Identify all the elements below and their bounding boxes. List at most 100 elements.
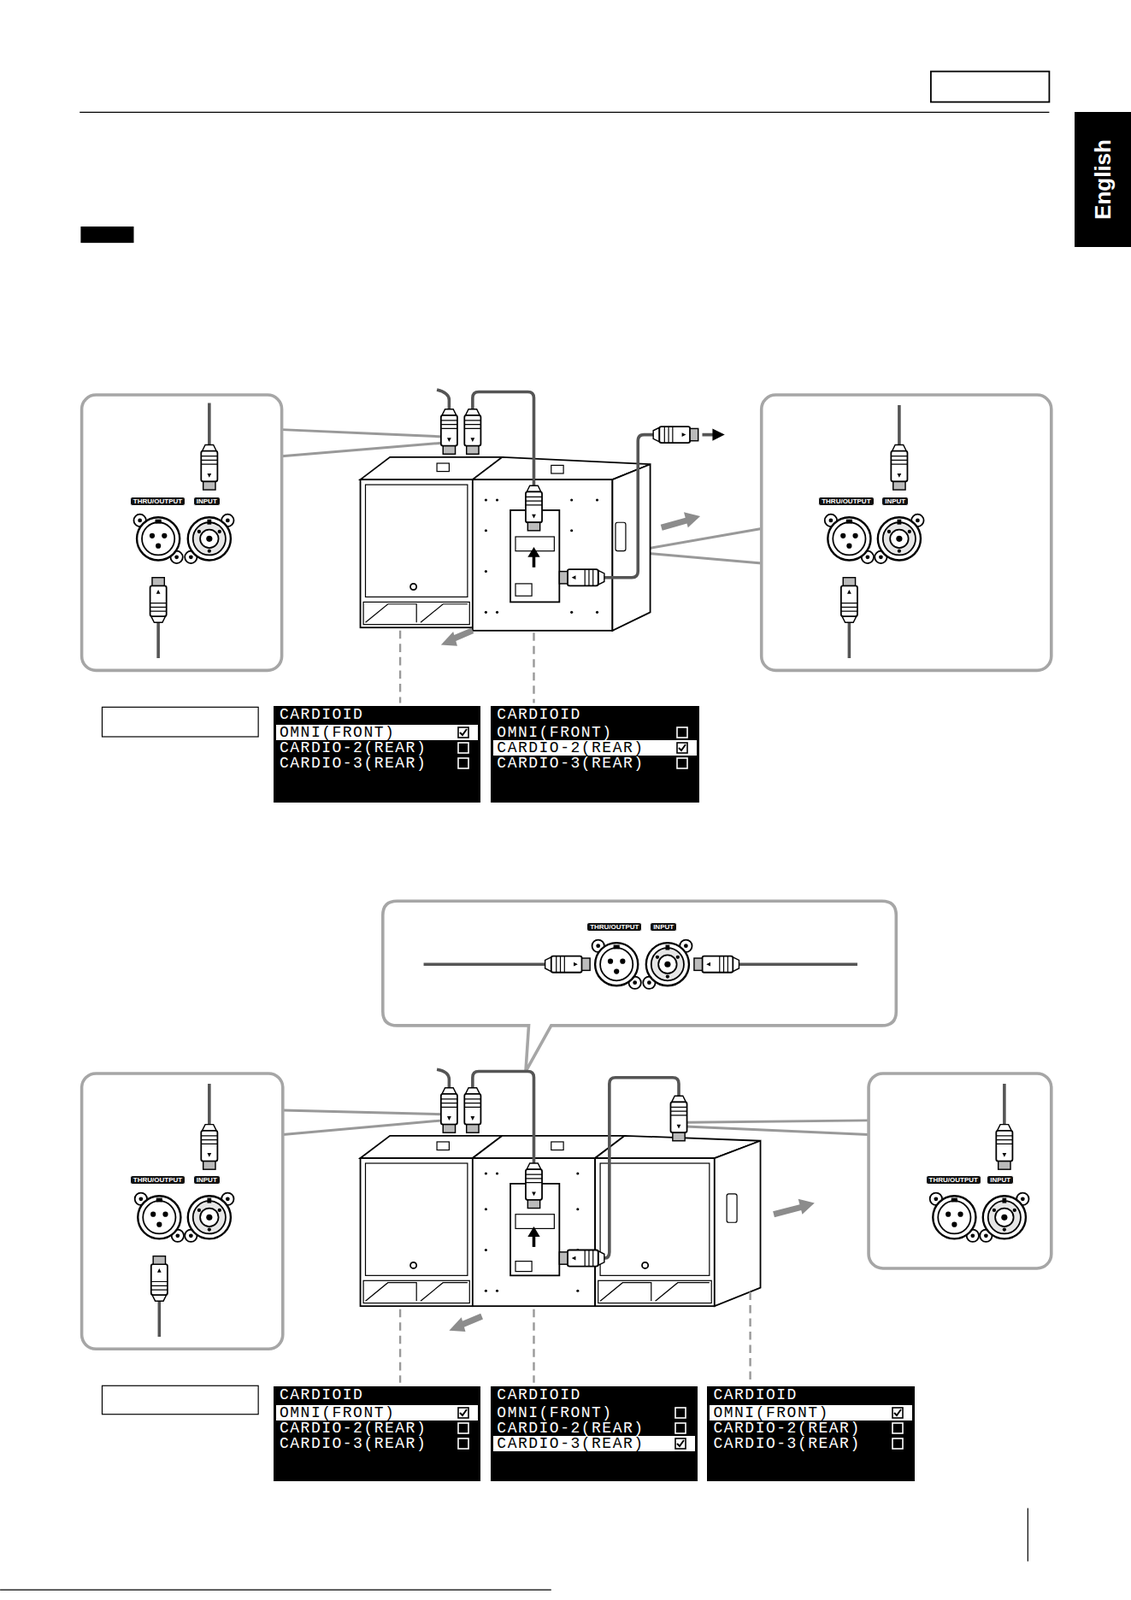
- callout-connectors-part: [135, 1193, 184, 1243]
- callout-frames-part: [761, 394, 1052, 671]
- jack-label: INPUT: [649, 922, 678, 932]
- connector-callout: THRU/OUTPUTINPUT: [868, 1073, 1052, 1269]
- lcd-header: CARDIOID: [276, 1387, 478, 1403]
- screen-title: CARDIOID: [496, 706, 581, 723]
- jack-label: THRU/OUTPUT: [129, 1175, 186, 1185]
- subwoofer-pair-cables-part: [464, 409, 481, 455]
- menu-option: CARDIO-3(REAR): [279, 755, 427, 772]
- checkbox-empty: [674, 1407, 687, 1420]
- subwoofer-trio-cables: [436, 1069, 687, 1267]
- callout-connectors-part: [694, 956, 740, 973]
- checkbox-checked: [674, 1437, 687, 1450]
- callout-connectors-part: [874, 514, 924, 564]
- subwoofer-trio-cables-part: [532, 1236, 537, 1248]
- jack-label: INPUT: [881, 496, 909, 507]
- subwoofer-pair-cables-part: [559, 569, 605, 586]
- callout-connectors-part: [930, 1193, 979, 1243]
- subwoofer-pair-part: [365, 604, 468, 623]
- subwoofer-trio-cables-part: [525, 1163, 542, 1209]
- callout-frames-part: [82, 394, 283, 671]
- checkbox-frame: [458, 1438, 469, 1450]
- checkbox-empty: [891, 1437, 904, 1450]
- checkbox-empty: [891, 1422, 904, 1435]
- subwoofer-trio-part-part: [484, 1172, 488, 1175]
- callout-connectors-part: [995, 1125, 1013, 1171]
- check-mark: [459, 729, 467, 736]
- callout-connectors-part: [545, 956, 591, 973]
- checkbox-empty: [676, 726, 689, 739]
- direction-arrows-part: [441, 631, 458, 647]
- subwoofer-pair-part: [551, 465, 564, 474]
- callout-leaders-part: [282, 430, 444, 437]
- jack-label: THRU/OUTPUT: [818, 496, 874, 507]
- screen-title: CARDIOID: [496, 1387, 581, 1403]
- callout-connectors-part: [184, 1193, 234, 1243]
- subwoofer-pair-part: [363, 601, 470, 625]
- checkbox-frame: [677, 727, 688, 738]
- callout-leaders-part: [685, 1120, 869, 1123]
- connector-callout: THRU/OUTPUTINPUT: [82, 394, 283, 671]
- subwoofer-pair-part-part: [595, 611, 599, 614]
- page-rules-part: [80, 226, 134, 243]
- lcd-menu-row: CARDIO-2(REAR): [709, 1420, 912, 1437]
- callout-connectors-part: [150, 577, 167, 624]
- callout-connectors-part: [158, 403, 1005, 1338]
- subwoofer-trio-part: [551, 1142, 564, 1151]
- dashed-pointers-part: [532, 632, 535, 703]
- jack-label: THRU/OUTPUT: [129, 496, 186, 507]
- subwoofer-pair-cables-part: [532, 556, 537, 568]
- check-mark: [677, 1440, 684, 1447]
- subwoofer-trio-part: [726, 1194, 737, 1223]
- checkbox-frame: [458, 1407, 469, 1419]
- subwoofer-pair-part: [410, 583, 417, 590]
- direction-arrows-part: [462, 1316, 483, 1326]
- menu-option: CARDIO-3(REAR): [496, 755, 644, 772]
- callout-leaders-part: [685, 1126, 869, 1136]
- menu-option: OMNI(FRONT): [496, 1405, 613, 1421]
- check-mark: [678, 744, 686, 751]
- page-rules-part: [79, 111, 1049, 113]
- subwoofer-trio-part-part: [495, 1290, 499, 1293]
- checkbox-checked: [457, 1407, 470, 1420]
- menu-option: OMNI(FRONT): [279, 1405, 395, 1421]
- callout-leaders-part: [645, 553, 762, 564]
- connector-callout: THRU/OUTPUTINPUT: [382, 901, 897, 1026]
- callout-frames: [82, 394, 1052, 1349]
- subwoofer-pair-part: [360, 479, 473, 628]
- checkbox-checked: [457, 726, 470, 739]
- subwoofer-trio-part-part: [495, 1172, 499, 1175]
- direction-arrows-part: [798, 1199, 815, 1215]
- subwoofer-trio-part: [436, 1142, 449, 1151]
- lcd-menu-row: OMNI(FRONT): [493, 1405, 695, 1421]
- subwoofer-pair-part-part: [570, 529, 573, 532]
- callout-connectors-part: [841, 577, 858, 624]
- subwoofer-trio-part: [598, 1280, 713, 1303]
- menu-option: CARDIO-2(REAR): [712, 1420, 861, 1437]
- subwoofer-trio-part-part: [484, 1248, 488, 1252]
- lcd-menu-row: CARDIO-2(REAR): [276, 1420, 478, 1437]
- subwoofer-trio-cables-part: [559, 1250, 605, 1267]
- subwoofer-pair-part-part: [595, 498, 599, 501]
- menu-option: CARDIO-2(REAR): [496, 1420, 644, 1437]
- lcd-screen: CARDIOIDOMNI(FRONT)CARDIO-2(REAR)CARDIO-…: [273, 1386, 481, 1482]
- direction-arrows-part: [773, 1207, 802, 1214]
- subwoofer-trio-part: [410, 1262, 417, 1269]
- callout-frames-part: [82, 1073, 283, 1349]
- callout-connectors-part: [184, 514, 234, 564]
- checkbox-frame: [677, 758, 688, 769]
- subwoofer-trio-cables-part: [527, 1226, 540, 1238]
- checkbox-empty: [457, 1422, 470, 1435]
- callout-leaders-part: [282, 1120, 443, 1136]
- lcd-screen: CARDIOIDOMNI(FRONT)CARDIO-2(REAR)CARDIO-…: [706, 1386, 914, 1482]
- subwoofer-trio-part: [363, 1280, 470, 1303]
- checkbox-frame: [458, 758, 469, 769]
- checkbox-frame: [892, 1438, 903, 1450]
- subwoofer-trio-part: [642, 1262, 648, 1269]
- subwoofer-pair-part: [515, 583, 532, 596]
- menu-option: OMNI(FRONT): [712, 1405, 829, 1421]
- subwoofer-pair-part: [365, 484, 468, 597]
- lcd-menu-row: CARDIO-2(REAR): [493, 740, 697, 756]
- subwoofer-trio-part: [515, 1261, 532, 1273]
